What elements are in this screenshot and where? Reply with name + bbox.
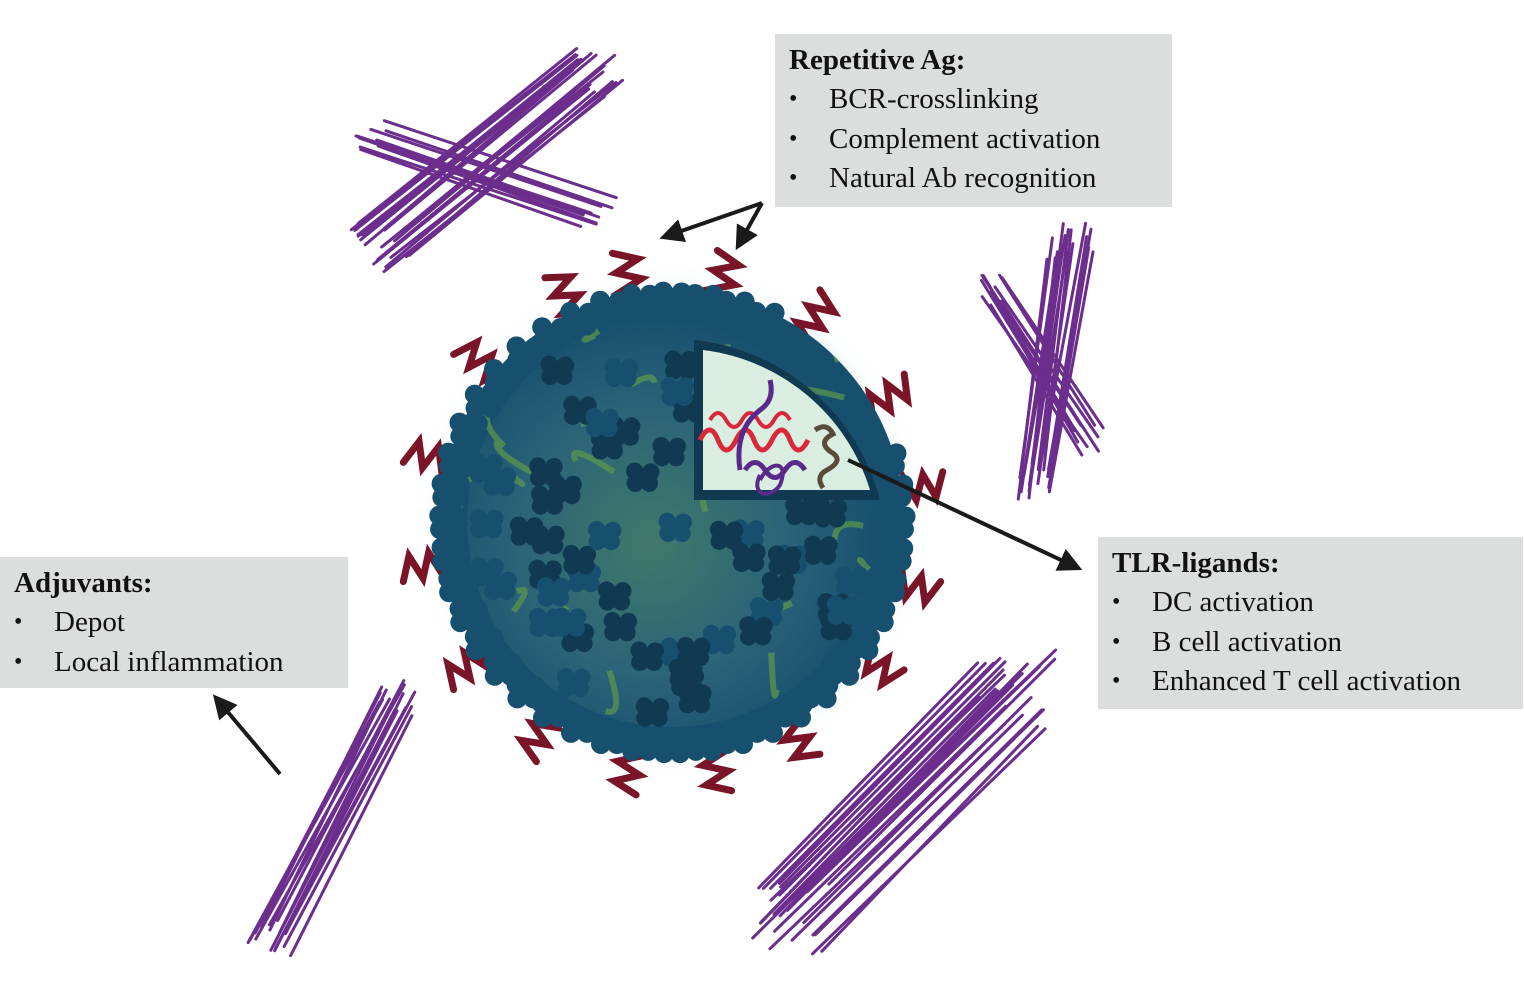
callout-item: DC activation: [1112, 583, 1523, 623]
callout-title: Repetitive Ag:: [789, 40, 1172, 80]
callout-item: Depot: [14, 603, 348, 643]
callout-adjuvants: Adjuvants: Depot Local inflammation: [0, 557, 348, 688]
adjuvant-crystal-icon: [351, 49, 622, 272]
callout-item: Enhanced T cell activation: [1112, 662, 1523, 702]
callout-item: Natural Ab recognition: [789, 159, 1172, 199]
callout-item: B cell activation: [1112, 623, 1523, 663]
callout-item: BCR-crosslinking: [789, 80, 1172, 120]
callout-title: Adjuvants:: [14, 563, 348, 603]
arrow-icon: [216, 698, 280, 774]
callout-item: Complement activation: [789, 120, 1172, 160]
adjuvant-crystal-icon: [248, 681, 415, 956]
callout-item: Local inflammation: [14, 643, 348, 683]
callout-tlr-ligands: TLR-ligands: DC activation B cell activa…: [1098, 537, 1523, 709]
callout-title: TLR-ligands:: [1112, 543, 1523, 583]
adjuvant-crystal-icon: [982, 223, 1104, 499]
callout-repetitive-ag: Repetitive Ag: BCR-crosslinking Compleme…: [775, 34, 1172, 207]
